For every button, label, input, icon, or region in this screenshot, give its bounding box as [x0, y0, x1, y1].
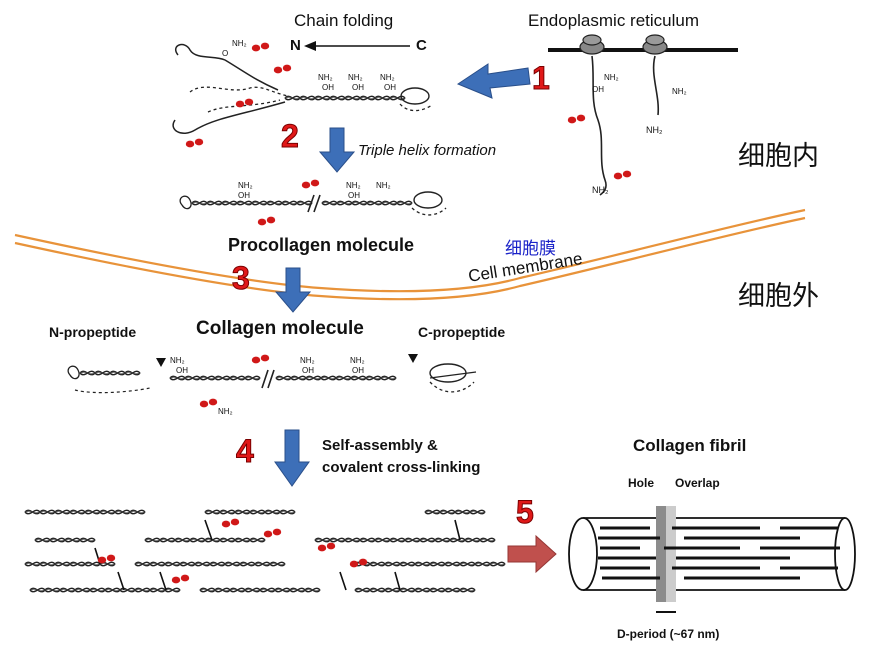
oh-annotation: OH	[322, 83, 334, 92]
nh2-annotation: NH₂	[218, 407, 233, 416]
oh-annotation: OH	[592, 85, 604, 94]
triangle-marker-icon	[408, 354, 418, 363]
nh2-annotation: NH₂	[348, 73, 363, 82]
overlap-band	[666, 506, 676, 602]
collagen-fibril-label: Collagen fibril	[633, 436, 747, 455]
nh2-annotation: NH₂	[604, 73, 619, 82]
oh-annotation: O	[222, 49, 229, 58]
nascent-chain-2	[652, 55, 660, 116]
n-propeptide-label: N-propeptide	[49, 324, 137, 340]
chain-folding-label: Chain folding	[294, 11, 394, 30]
c-propeptide-label: C-propeptide	[418, 324, 506, 340]
oh-annotation: OH	[238, 191, 250, 200]
nh2-annotation: NH₂	[232, 39, 247, 48]
n-to-c-arrow	[304, 41, 410, 51]
nh2-annotation: NH₂	[646, 125, 663, 135]
right-arrow-icon	[507, 534, 557, 574]
nh2-annotation: NH₂	[592, 185, 609, 195]
self-assembly-label-line1: Self-assembly &	[322, 437, 438, 454]
step-5-number: 5	[516, 494, 535, 530]
collagen-fibril-cylinder	[568, 506, 856, 613]
nh2-annotation: NH₂	[376, 181, 391, 190]
oh-annotation: OH	[352, 366, 364, 375]
d-period-label: D-period (~67 nm)	[617, 627, 720, 641]
oh-annotation: OH	[348, 191, 360, 200]
nh2-annotation: NH₂	[672, 87, 687, 96]
nh2-annotation: NH₂	[238, 181, 253, 190]
procollagen-structure	[179, 179, 447, 226]
oh-annotation: OH	[352, 83, 364, 92]
nh2-annotation: NH₂	[300, 356, 315, 365]
step-1-number: 1	[532, 60, 551, 96]
left-arrow-icon	[456, 63, 531, 99]
extracellular-cn-label: 细胞外	[738, 281, 819, 312]
step-2-number: 2	[281, 118, 300, 154]
down-arrow-icon	[274, 429, 310, 487]
nh2-annotation: NH₂	[318, 73, 333, 82]
assembled-fibril-rows	[24, 509, 506, 593]
down-arrow-icon	[274, 267, 312, 313]
down-arrow-icon	[318, 127, 356, 173]
ribosome-icon	[579, 34, 605, 55]
step-4-number: 4	[236, 433, 255, 469]
overlap-label: Overlap	[675, 476, 720, 490]
cell-membrane-cn-label: 细胞膜	[505, 239, 556, 259]
procollagen-molecule-label: Procollagen molecule	[228, 235, 415, 255]
nascent-chain-1	[591, 55, 607, 196]
step-3-number: 3	[232, 260, 251, 296]
oh-annotation: OH	[176, 366, 188, 375]
intracellular-cn-label: 细胞内	[738, 141, 819, 172]
ribosome-icon	[642, 34, 668, 55]
triangle-marker-icon	[156, 358, 166, 367]
c-terminus-label: C	[416, 37, 427, 54]
hole-band	[656, 506, 666, 602]
nh2-annotation: NH₂	[170, 356, 185, 365]
oh-annotation: OH	[302, 366, 314, 375]
hole-label: Hole	[628, 476, 655, 490]
endoplasmic-reticulum-label: Endoplasmic reticulum	[528, 11, 700, 30]
triple-helix-formation-label: Triple helix formation	[358, 142, 497, 159]
nh2-annotation: NH₂	[346, 181, 361, 190]
n-terminus-label: N	[290, 37, 301, 54]
chain-folding-structure	[172, 42, 433, 148]
nh2-annotation: NH₂	[380, 73, 395, 82]
nh2-annotation: NH₂	[350, 356, 365, 365]
oh-annotation: OH	[384, 83, 396, 92]
self-assembly-label-line2: covalent cross-linking	[322, 459, 481, 476]
cell-membrane	[14, 208, 806, 301]
collagen-molecule-label: Collagen molecule	[196, 318, 364, 339]
collagen-molecule-structure	[67, 354, 477, 408]
